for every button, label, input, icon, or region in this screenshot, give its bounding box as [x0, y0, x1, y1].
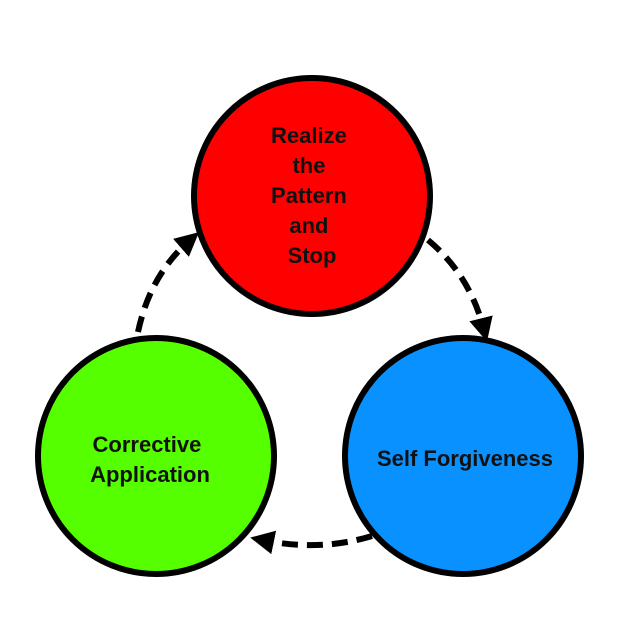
node-corrective-application-label-line-2: Application — [90, 462, 210, 487]
node-corrective-application-circle — [35, 335, 277, 577]
node-realize-label-line-1: Realize — [271, 123, 347, 148]
svg-text:Corrective Application: Corrective Application — [90, 432, 210, 487]
node-self-forgiveness-label: Self Forgiveness — [377, 446, 553, 471]
svg-text:Self Forgiveness: Self Forgiveness — [377, 446, 553, 471]
node-corrective-application-label-line-1: Corrective — [93, 432, 202, 457]
node-realize-label-line-5: Stop — [288, 243, 337, 268]
node-corrective-application: Corrective Application — [35, 335, 277, 577]
node-realize-circle — [191, 75, 433, 317]
svg-text:Realize the Patter: Realize the Pattern and Stop — [271, 123, 353, 268]
arrow-realize-to-self-forgiveness — [426, 237, 493, 342]
node-realize-label-line-4: and — [289, 213, 328, 238]
node-realize: Realize the Pattern and Stop — [191, 75, 433, 317]
arrow-corrective-application-to-realize — [135, 232, 200, 333]
node-self-forgiveness: Self Forgiveness — [342, 335, 584, 577]
node-realize-label-line-3: Pattern — [271, 183, 347, 208]
node-realize-label-line-2: the — [292, 153, 325, 178]
arrow-self-forgiveness-to-corrective-application — [250, 530, 373, 555]
node-self-forgiveness-circle — [342, 335, 584, 577]
